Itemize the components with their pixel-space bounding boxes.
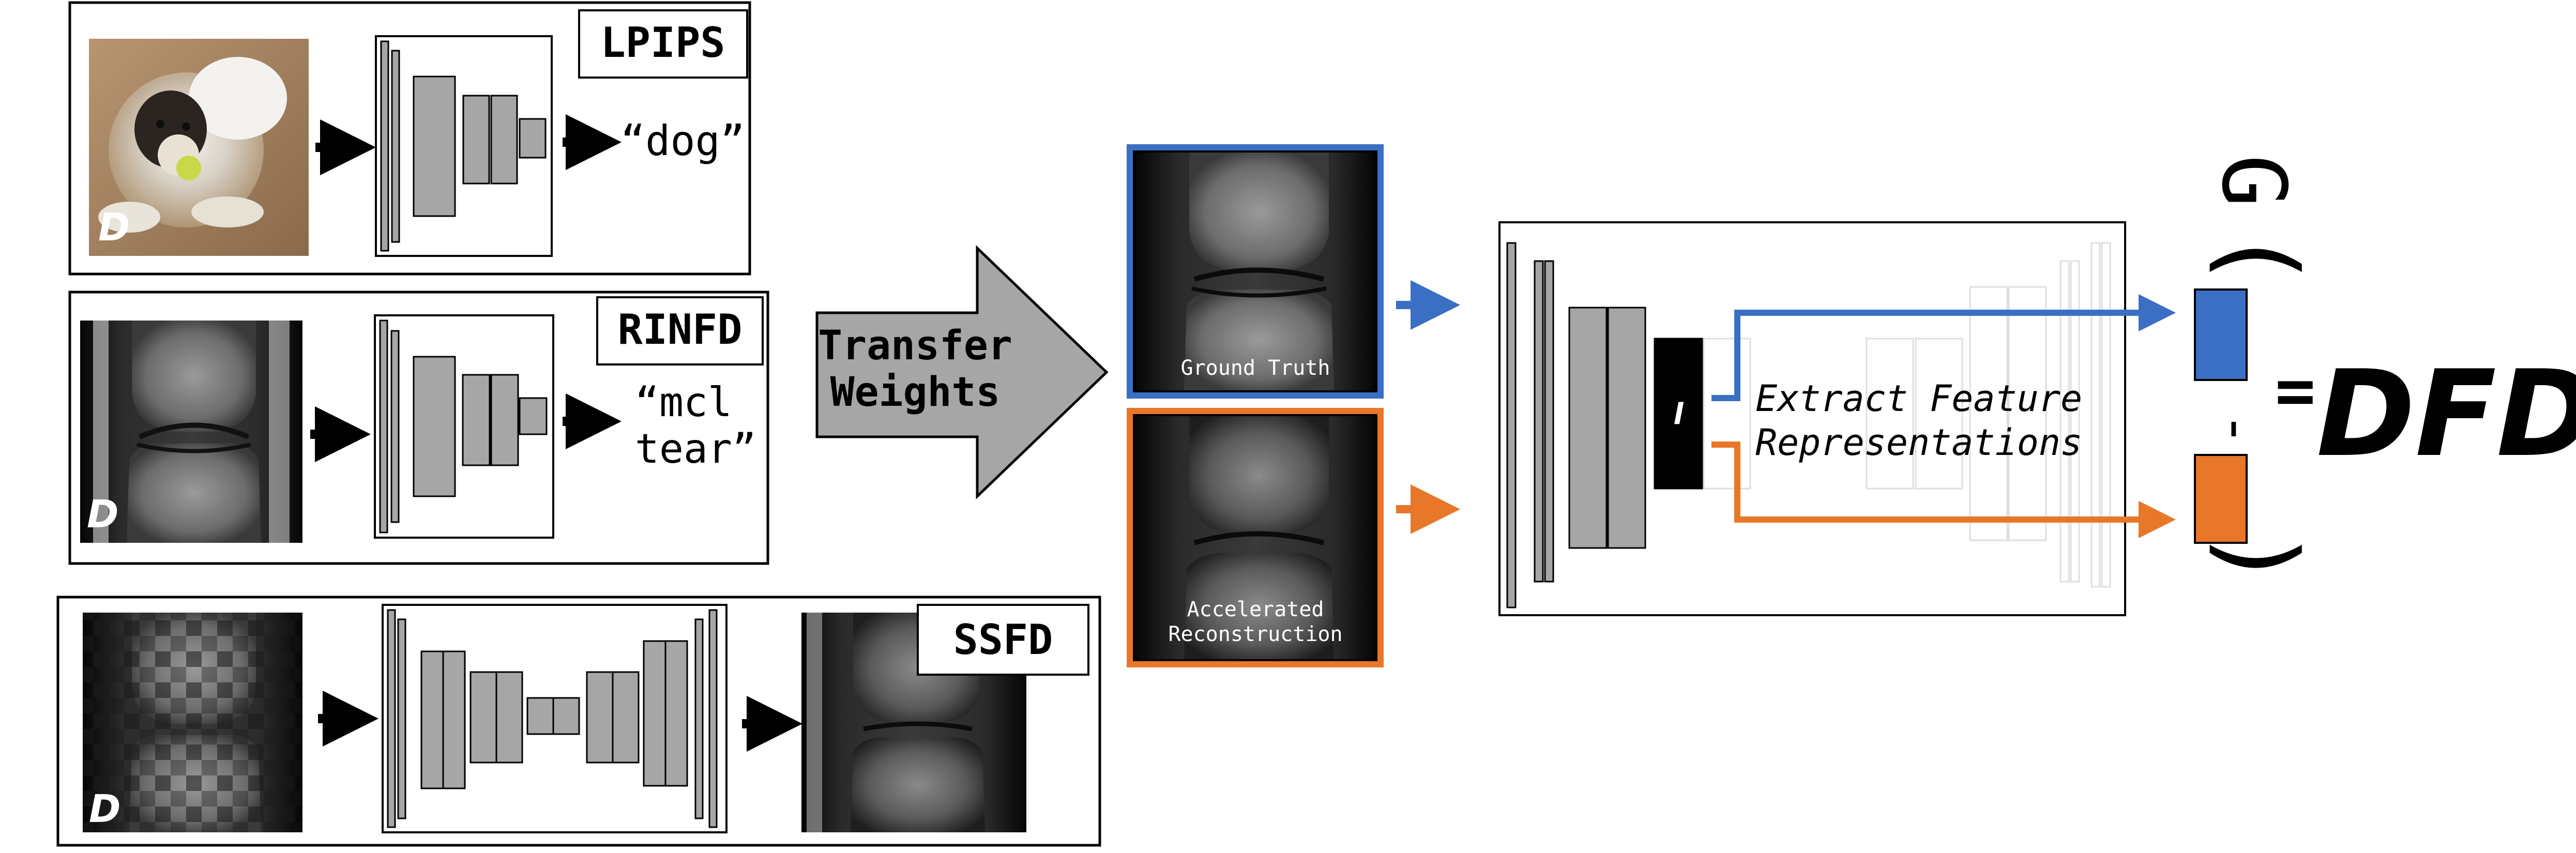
ssfd-input-marker: D: [89, 787, 120, 831]
rinfd-input-marker: D: [87, 492, 118, 537]
ssfd-unet: [382, 604, 728, 833]
rinfd-output-line1: “mcl: [635, 379, 732, 426]
close-paren: ): [2199, 527, 2319, 589]
accelerated-label-line2: Reconstruction: [1168, 622, 1342, 646]
open-paren: (: [2199, 227, 2319, 290]
rinfd-title-box: RINFD: [596, 296, 764, 365]
lpips-output: “dog”: [620, 117, 745, 165]
extraction-layer-block: [1654, 338, 1703, 490]
faded-layers: [1703, 242, 2111, 588]
gt-feature-vector: [2194, 288, 2248, 381]
accelerated-label-line1: Accelerated: [1187, 598, 1324, 621]
rinfd-title: RINFD: [618, 306, 743, 354]
dfd-formula: G ( - ) = DFD: [2194, 155, 2576, 589]
ssfd-title-box: SSFD: [917, 604, 1089, 676]
dfd-result: DFD: [2316, 345, 2576, 483]
ground-truth-label: Ground Truth: [1181, 356, 1330, 380]
feature-extractor-network: l Extract Feature Representations: [1498, 221, 2126, 616]
recon-feature-path: [1711, 441, 2176, 538]
dog-photo: [89, 39, 309, 256]
ssfd-masked-mri-image: [83, 613, 302, 832]
gt-feature-path: [1711, 294, 2176, 401]
minus-sign: -: [2205, 412, 2271, 446]
transfer-weights-line2: Weights: [830, 369, 1001, 416]
equals-sign: =: [2275, 351, 2315, 430]
recon-feature-vector: [2194, 454, 2248, 544]
ssfd-panel: D SSFD: [56, 596, 1101, 847]
lpips-network: [375, 35, 553, 257]
rinfd-network: [374, 314, 554, 539]
lpips-input-marker: D: [98, 205, 130, 250]
extraction-layer-marker: l: [1673, 398, 1684, 431]
rinfd-output-line2: tear”: [635, 426, 756, 473]
extract-label-line1: Extract Feature: [1755, 377, 2082, 420]
lpips-title: LPIPS: [601, 19, 725, 67]
g-symbol: G: [2202, 155, 2305, 207]
rinfd-panel: D RINFD “mcl tear”: [68, 291, 769, 565]
accelerated-reconstruction-image: Accelerated Reconstruction: [1127, 408, 1384, 667]
lpips-panel: D LPIPS “dog”: [68, 1, 751, 276]
transfer-weights-arrow: Transfer Weights: [815, 245, 1109, 499]
ssfd-title: SSFD: [953, 616, 1053, 664]
extract-label-line2: Representations: [1755, 421, 2082, 464]
lpips-title-box: LPIPS: [578, 9, 748, 79]
ground-truth-image: Ground Truth: [1127, 144, 1384, 399]
rinfd-mri-image: [80, 321, 302, 543]
transfer-weights-line1: Transfer: [818, 323, 1012, 369]
